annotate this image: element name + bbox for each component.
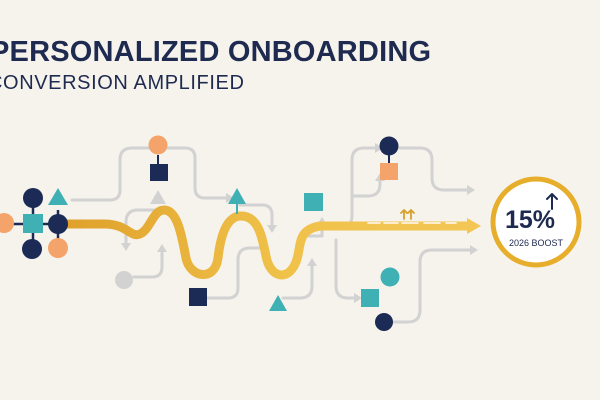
square-node-icon [380,163,398,180]
page-subtitle: CONVERSION AMPLIFIED [0,72,245,94]
connector-path [204,246,264,300]
arrowhead [121,243,131,251]
square-node-icon [189,288,207,306]
arrowhead [375,143,383,153]
square-node-icon [150,164,168,181]
circle-node-icon [22,239,42,259]
connector-path [352,176,382,198]
circle-node-icon [380,267,400,287]
circle-node-icon [115,271,133,289]
arrowhead [157,244,167,252]
circle-node-icon [48,214,68,234]
start-node-cluster [0,188,68,259]
flow-nodes [115,135,400,331]
circle-node-icon [0,213,14,233]
connector-path [334,238,360,300]
circle-node-icon [23,188,43,208]
arrowhead [467,185,475,195]
square-node-icon [361,289,379,307]
circle-node-icon [375,313,393,331]
circle-node-icon [379,136,399,156]
triangle-node-icon [228,188,246,204]
gold-arrowhead [467,218,481,234]
arrowhead [267,225,277,233]
triangle-node-icon [150,190,166,204]
arrowhead [307,258,317,266]
circle-node-icon [148,135,168,155]
triangle-node-icon [48,188,68,205]
connector-path [398,146,470,192]
square-node-icon [304,193,323,211]
kpi-ring [490,176,582,268]
connector-path [132,246,164,279]
connector-path [390,248,472,324]
arrow-up-icon [546,193,558,210]
circle-node-icon [48,238,68,258]
square-node-icon [23,214,43,233]
triangle-node-icon [269,295,287,311]
connector-path [124,208,160,248]
page-title: PERSONALIZED ONBOARDING [0,36,432,68]
connector-path [238,203,274,230]
kpi-badge: 15% 2026 BOOST [490,176,582,268]
connector-path [336,146,380,227]
gold-wave-path [57,205,473,280]
main-conversion-path [57,205,481,280]
arrowhead [354,293,362,303]
kpi-label: 2026 BOOST [509,238,564,248]
arrowhead [470,245,478,255]
arrowhead [226,193,234,203]
connector-path [281,260,314,300]
double-arrow-up-icon [400,209,415,220]
kpi-value: 15% [505,206,555,234]
